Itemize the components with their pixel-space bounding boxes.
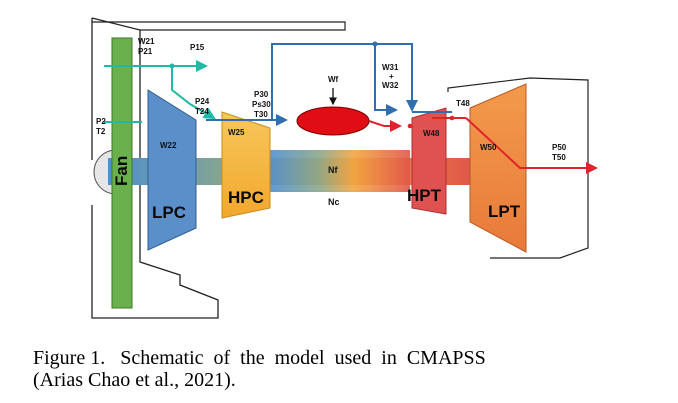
label-w32: W32	[382, 81, 399, 90]
label-p15: P15	[190, 43, 205, 52]
caption-line-1: Figure 1. Schematic of the model used in…	[33, 347, 486, 369]
flow-line-exhaust	[465, 117, 598, 174]
nacelle-outline	[447, 77, 589, 259]
cmapss-schematic: W21 P21 P15 P2 T2 W22 P24 T24 W25 P30 Ps…	[91, 17, 598, 319]
label-lpc: LPC	[152, 203, 186, 222]
label-w21: W21	[138, 37, 155, 46]
figure-caption: Figure 1. Schematic of the model used in…	[33, 347, 653, 391]
lpt-block	[469, 83, 527, 253]
flow-line-lpc-bypass	[171, 66, 216, 120]
label-nc: Nc	[328, 197, 340, 207]
label-t50: T50	[552, 153, 566, 162]
fan-casing	[91, 17, 219, 319]
caption-line-2: (Arias Chao et al., 2021).	[33, 369, 236, 391]
label-plus: +	[389, 72, 394, 81]
label-t30: T30	[254, 110, 268, 119]
lpc-block	[147, 89, 197, 251]
flow-line-bleed-top	[271, 43, 418, 120]
label-p30: P30	[254, 90, 269, 99]
label-t48: T48	[456, 99, 470, 108]
flow-line-bleed-mid	[374, 44, 398, 116]
label-p21: P21	[138, 47, 153, 56]
label-nf: Nf	[328, 165, 338, 175]
combustor	[296, 106, 370, 136]
label-w31: W31	[382, 63, 399, 72]
core-band	[270, 150, 410, 192]
bleed-junction	[372, 41, 378, 47]
label-w22: W22	[160, 141, 177, 150]
sensor-point	[169, 63, 175, 69]
hpc-block	[221, 111, 271, 219]
label-w50: W50	[480, 143, 497, 152]
label-wf: Wf	[328, 75, 339, 84]
t48-point	[449, 115, 455, 121]
label-p24: P24	[195, 97, 210, 106]
label-p2: P2	[96, 117, 106, 126]
label-lpt: LPT	[488, 202, 521, 221]
label-ps30: Ps30	[252, 100, 271, 109]
bypass-duct	[92, 21, 346, 31]
label-w25: W25	[228, 128, 245, 137]
label-fan: Fan	[112, 156, 131, 186]
flow-line-combustor-out	[368, 120, 402, 132]
hpt-point	[407, 123, 413, 129]
label-w48: W48	[423, 129, 440, 138]
label-hpt: HPT	[407, 186, 442, 205]
label-t24: T24	[195, 107, 209, 116]
label-t2: T2	[96, 127, 106, 136]
fan-blade	[111, 37, 133, 309]
label-p50: P50	[552, 143, 567, 152]
label-hpc: HPC	[228, 188, 264, 207]
